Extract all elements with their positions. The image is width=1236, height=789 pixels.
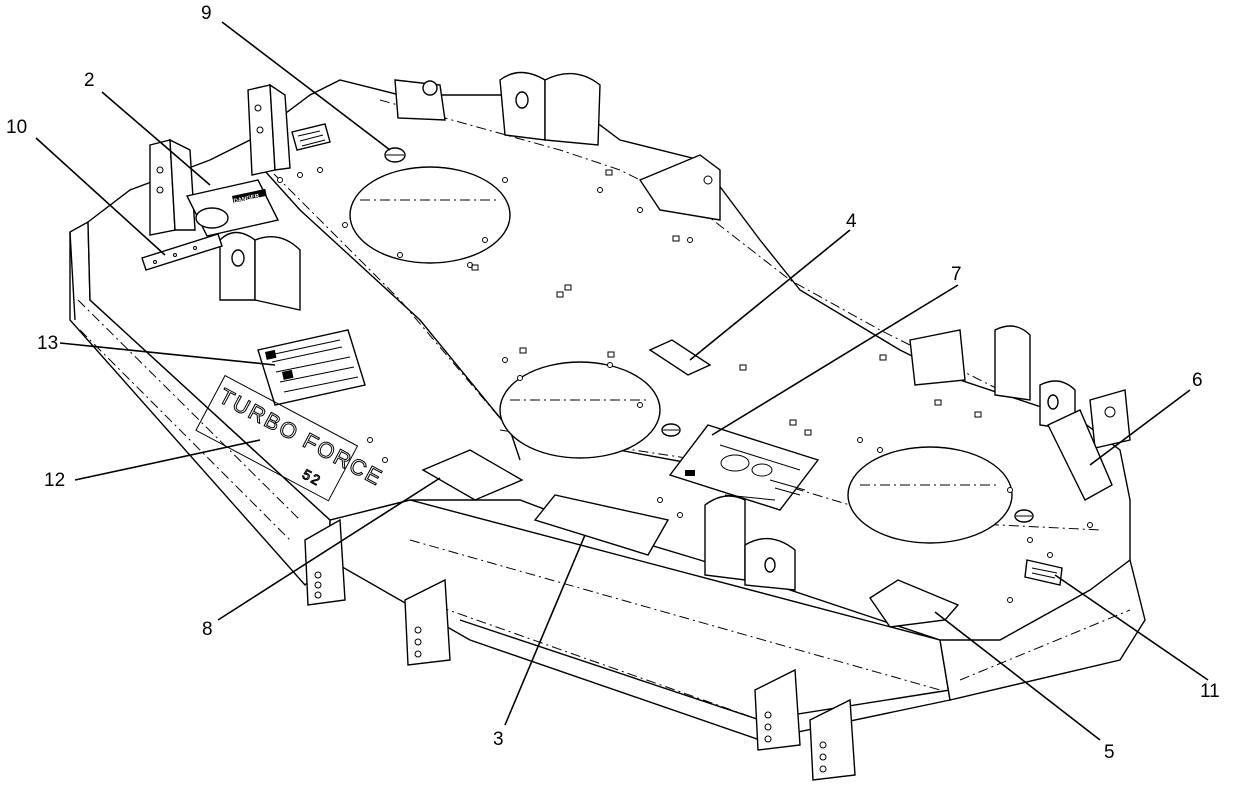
callout-7: 7 (951, 264, 962, 285)
leader-lines (35, 21, 1209, 741)
callout-10: 10 (6, 117, 27, 138)
front-lift-brackets (304, 495, 856, 781)
deck-screws (384, 147, 1034, 523)
decals: DANGER (141, 123, 1113, 628)
decal-9-label (291, 123, 331, 151)
decal-11 (1024, 559, 1063, 586)
callout-11: 11 (1200, 681, 1220, 702)
decal-3 (533, 494, 670, 556)
callout-12: 12 (44, 470, 65, 491)
decal-10 (141, 233, 223, 271)
leader-2 (101, 91, 211, 186)
callout-4: 4 (846, 211, 857, 232)
callout-5: 5 (1104, 742, 1115, 763)
leader-7 (711, 284, 959, 436)
leader-13 (59, 342, 276, 366)
leader-4 (689, 229, 851, 361)
leader-6 (1089, 389, 1191, 466)
spindle-right (847, 446, 1013, 544)
top-brackets (394, 71, 601, 146)
leader-11 (1054, 574, 1209, 681)
leader-9 (221, 21, 391, 151)
decal-13 (257, 329, 366, 406)
spindle-center (499, 361, 661, 459)
leader-10 (35, 137, 166, 256)
right-brackets (638, 154, 1131, 449)
leader-12 (74, 439, 261, 481)
decal-4 (648, 339, 712, 376)
decal-5 (869, 579, 960, 628)
callout-numbers: 2 3 4 5 6 7 8 9 10 11 12 13 (6, 3, 1220, 763)
rear-brackets (149, 83, 301, 311)
callout-8: 8 (202, 619, 213, 640)
spindle-left (349, 166, 511, 264)
leader-3 (504, 534, 586, 726)
decal-8 (421, 449, 524, 501)
leader-8 (217, 477, 441, 621)
decal-2-danger-text: DANGER (233, 194, 260, 205)
callout-9: 9 (201, 3, 212, 24)
callout-2: 2 (84, 70, 95, 91)
callout-13: 13 (37, 333, 58, 354)
callout-6: 6 (1192, 370, 1203, 391)
decal-6 (1047, 409, 1113, 501)
callout-3: 3 (493, 729, 504, 750)
spindle-openings (349, 166, 1013, 544)
deck-slots (471, 169, 982, 436)
leader-5 (934, 611, 1101, 741)
decal-7 (668, 424, 820, 511)
